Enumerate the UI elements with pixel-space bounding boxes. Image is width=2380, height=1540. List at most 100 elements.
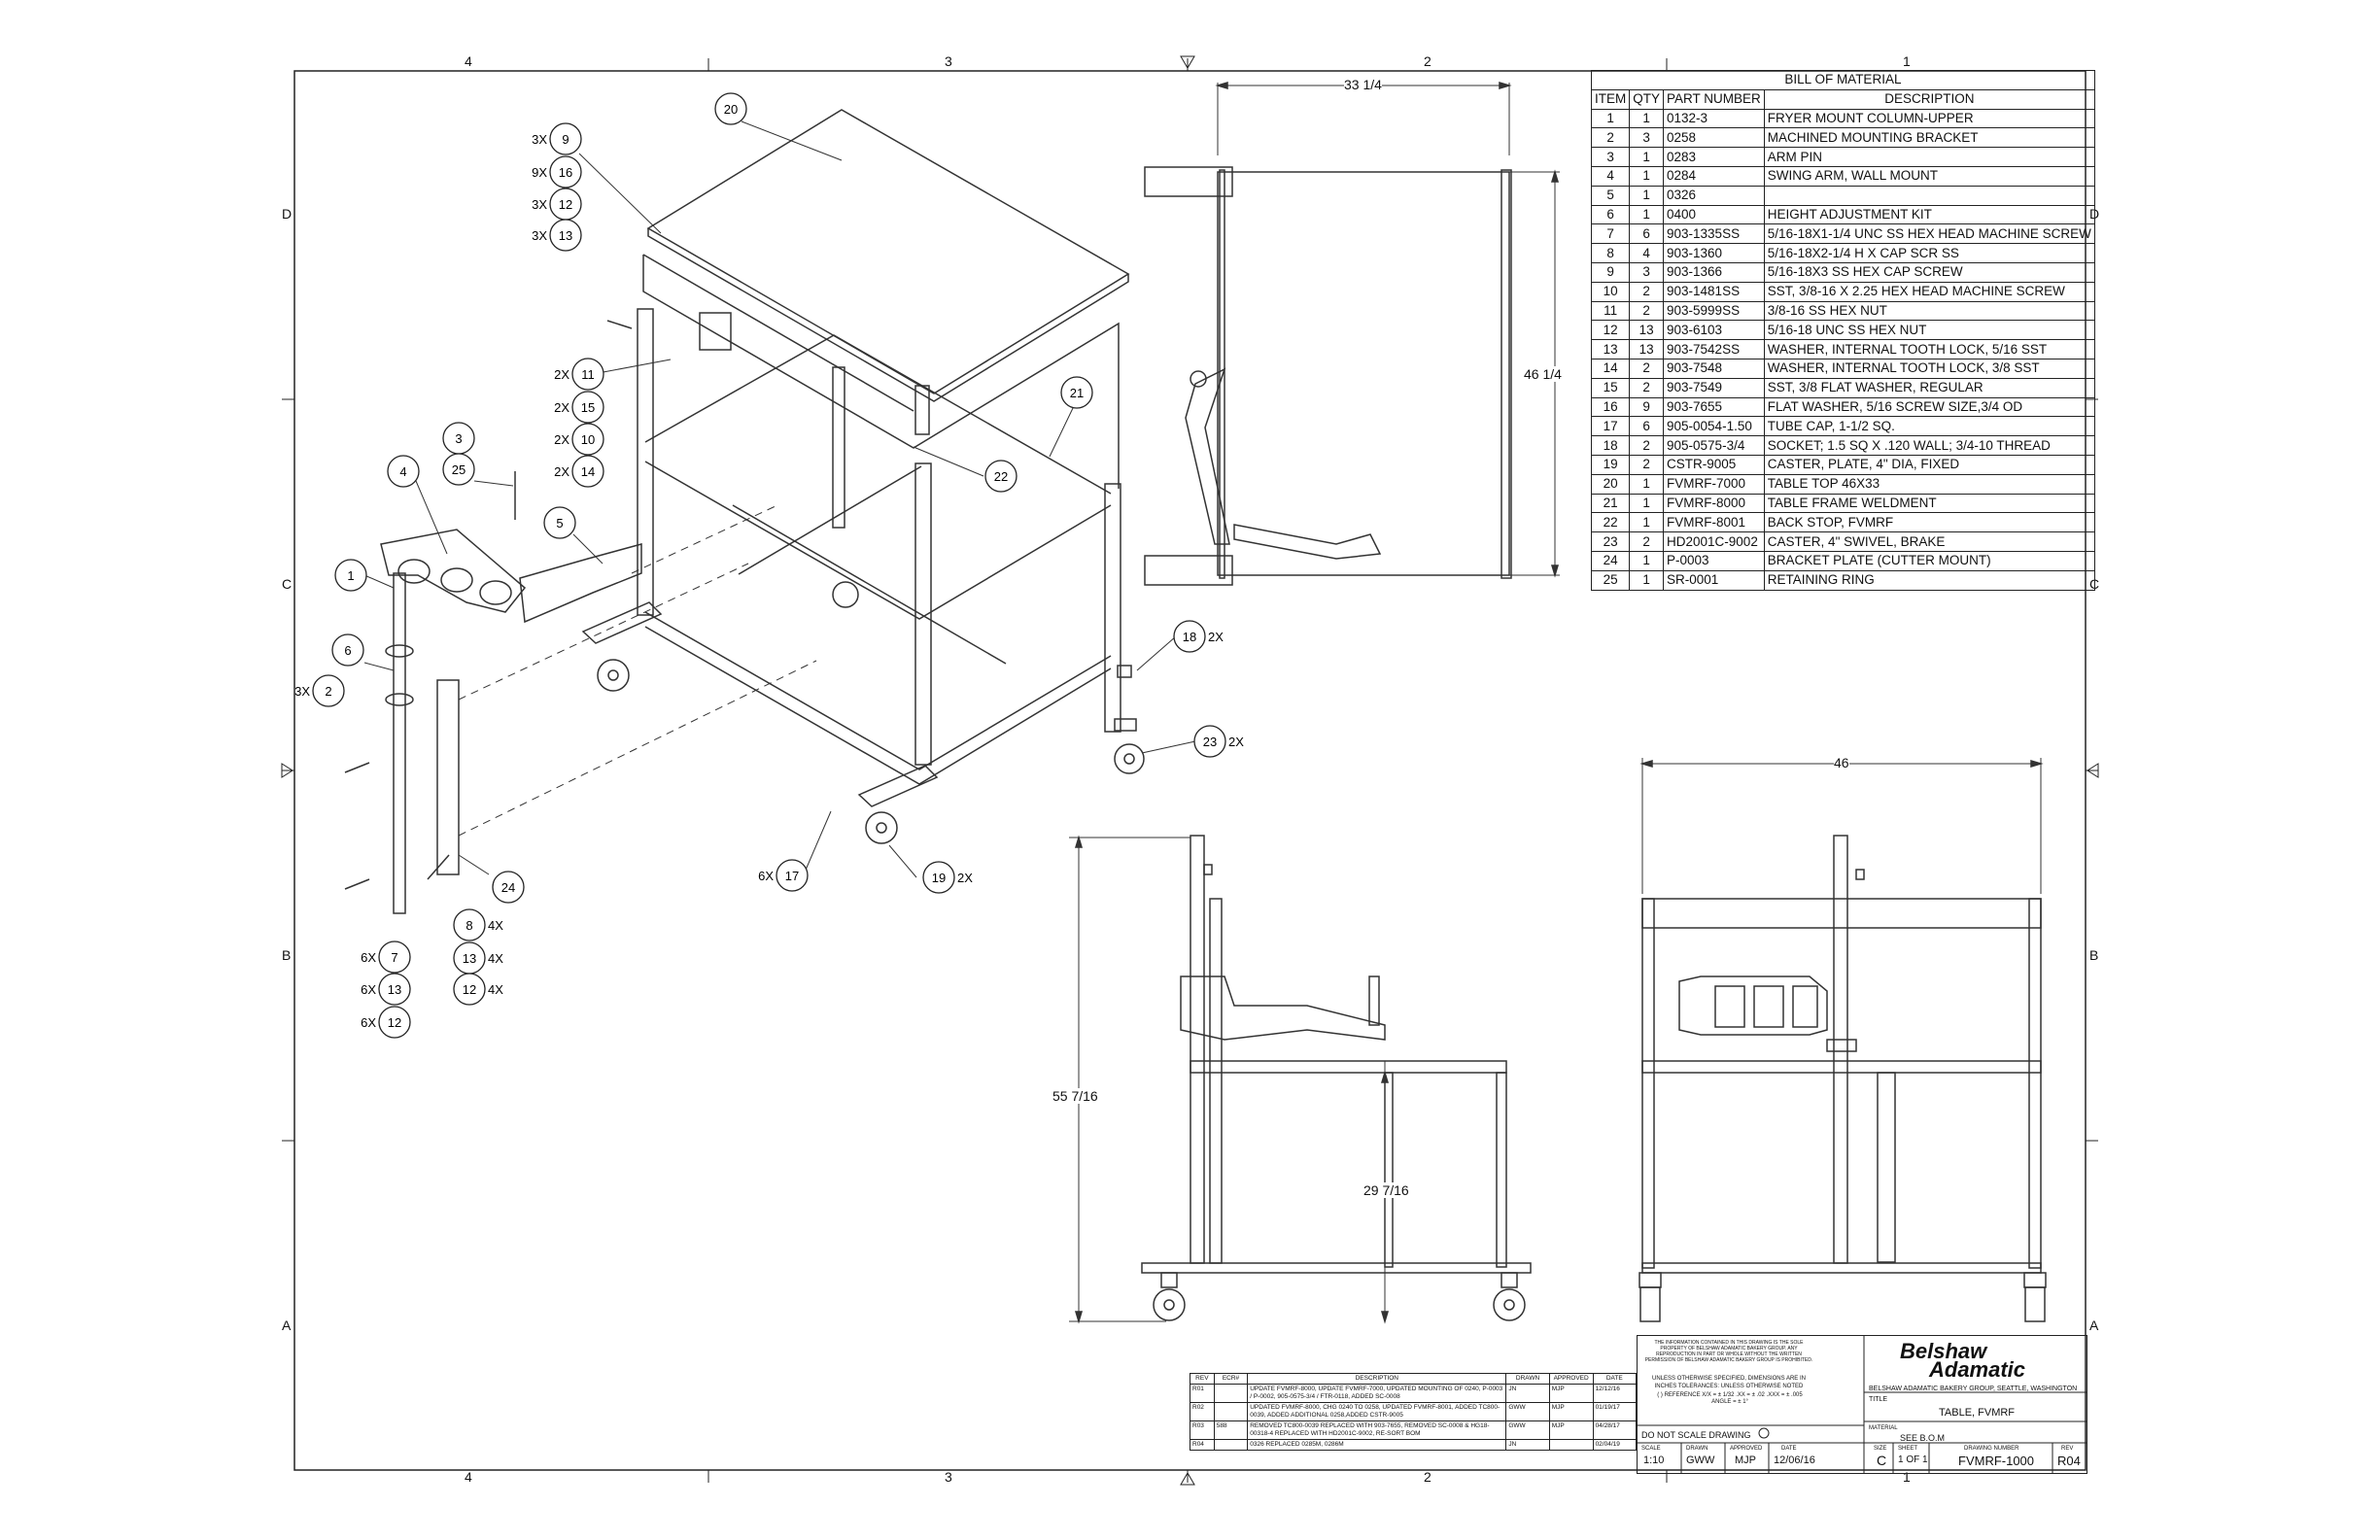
- bom-qty: 1: [1629, 204, 1665, 225]
- callout-20: 20: [714, 92, 747, 125]
- bom-item: 22: [1590, 512, 1631, 533]
- dim-front-width: 46: [1834, 755, 1849, 770]
- bom-description: FRYER MOUNT COLUMN-UPPER: [1763, 108, 2095, 129]
- bom-part-number: CSTR-9005: [1663, 454, 1765, 475]
- bom-header-qty: QTY: [1629, 88, 1665, 110]
- bom-item: 10: [1590, 281, 1631, 302]
- callout-number: 11: [581, 367, 595, 382]
- callout-quantity: 2X: [1208, 630, 1224, 644]
- bom-qty: 13: [1629, 320, 1665, 341]
- callout-number: 15: [581, 400, 595, 415]
- callout-number: 5: [556, 516, 563, 530]
- callout-quantity: 4X: [488, 951, 503, 966]
- bom-title: BILL OF MATERIAL: [1591, 70, 2095, 90]
- rev-ecr: ECR#: [1213, 1373, 1249, 1385]
- callout-circle: [378, 941, 411, 974]
- callout-number: 24: [501, 880, 515, 895]
- callout-number: 10: [581, 432, 595, 447]
- bom-qty: 1: [1629, 185, 1665, 206]
- bom-description: SOCKET; 1.5 SQ X .120 WALL; 3/4-10 THREA…: [1763, 435, 2095, 456]
- callout-quantity: 2X: [554, 367, 569, 382]
- bom-item: 6: [1590, 204, 1631, 225]
- callout-number: 20: [724, 102, 738, 117]
- callout-circle: [549, 155, 582, 188]
- bom-description: CASTER, 4" SWIVEL, BRAKE: [1763, 531, 2095, 552]
- bom-item: 17: [1590, 416, 1631, 437]
- callout-1: 1: [334, 559, 367, 592]
- zone-bottom-3: 3: [945, 1469, 952, 1485]
- dim-top-height: 46 1/4: [1524, 366, 1562, 382]
- bom-part-number: 0326: [1663, 185, 1765, 206]
- bom-part-number: FVMRF-7000: [1663, 473, 1765, 495]
- bom-item: 14: [1590, 358, 1631, 379]
- bom-part-number: 903-6103: [1663, 320, 1765, 341]
- rev-date: 04/28/17: [1592, 1420, 1638, 1440]
- approved-label: APPROVED: [1730, 1446, 1763, 1452]
- bom-part-number: 903-1360: [1663, 243, 1765, 263]
- zone-left-A: A: [282, 1318, 292, 1333]
- bom-part-number: 903-7549: [1663, 377, 1765, 398]
- rev-drawn: DRAWN: [1505, 1373, 1550, 1385]
- bom-description: 5/16-18X2-1/4 H X CAP SCR SS: [1763, 243, 2095, 263]
- bom-part-number: HD2001C-9002: [1663, 531, 1765, 552]
- bom-description: [1763, 185, 2095, 206]
- bom-qty: 2: [1629, 358, 1665, 379]
- callout-7: 76X: [361, 941, 411, 974]
- drawn-value: GWW: [1686, 1454, 1715, 1466]
- callout-25: 25: [442, 453, 475, 486]
- callout-number: 12: [388, 1015, 401, 1030]
- rev-date: DATE: [1592, 1373, 1638, 1385]
- callout-quantity: 6X: [361, 950, 376, 965]
- bom-item: 3: [1590, 147, 1631, 167]
- bom-item: 2: [1590, 127, 1631, 149]
- bom-description: SST, 3/8 FLAT WASHER, REGULAR: [1763, 377, 2095, 398]
- bom-description: 5/16-18X3 SS HEX CAP SCREW: [1763, 261, 2095, 283]
- rev-description: UPDATE FVMRF-8000, UPDATE FVMRF-7000, UP…: [1247, 1384, 1507, 1403]
- callout-circle: [571, 455, 604, 488]
- rev-date: 12/12/16: [1592, 1384, 1638, 1403]
- bom-header-part: PART NUMBER: [1663, 88, 1765, 110]
- callout-21: 21: [1060, 376, 1093, 409]
- callout-circle: [492, 871, 525, 904]
- size-label: SIZE: [1874, 1446, 1887, 1452]
- zone-top-2: 2: [1424, 53, 1431, 69]
- brand-belshaw: Belshaw: [1900, 1339, 1987, 1363]
- callout-number: 12: [559, 197, 572, 212]
- bom-qty: 2: [1629, 435, 1665, 456]
- rev-drawn: GWW: [1505, 1402, 1550, 1421]
- bom-part-number: 905-0054-1.50: [1663, 416, 1765, 437]
- rev-drawn: JN: [1505, 1439, 1550, 1451]
- bom-item: 13: [1590, 339, 1631, 359]
- rev-value: R04: [2057, 1454, 2081, 1468]
- front-view: [1638, 758, 2047, 1322]
- bom-qty: 2: [1629, 300, 1665, 322]
- bom-description: 5/16-18 UNC SS HEX NUT: [1763, 320, 2095, 341]
- callout-2: 23X: [294, 674, 345, 707]
- bom-description: TABLE FRAME WELDMENT: [1763, 493, 2095, 514]
- title-label: TITLE: [1869, 1396, 1888, 1403]
- callout-number: 21: [1070, 386, 1084, 400]
- bom-description: MACHINED MOUNTING BRACKET: [1763, 127, 2095, 149]
- callout-quantity: 2X: [554, 464, 569, 479]
- bom-description: WASHER, INTERNAL TOOTH LOCK, 3/8 SST: [1763, 358, 2095, 379]
- callout-circle: [549, 122, 582, 155]
- date-value: 12/06/16: [1774, 1454, 1815, 1466]
- bom-item: 18: [1590, 435, 1631, 456]
